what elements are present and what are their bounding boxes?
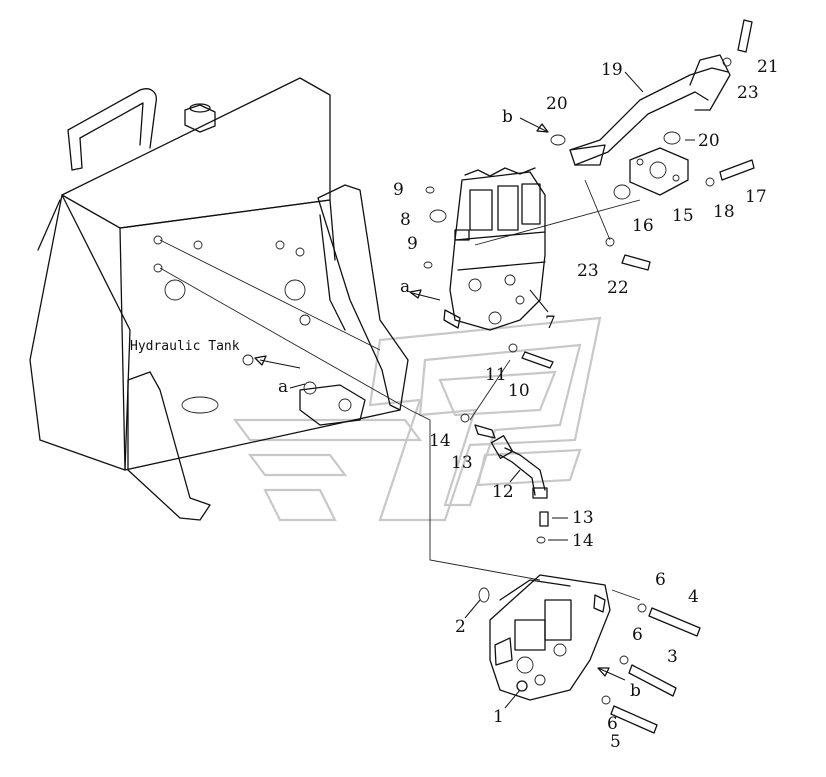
callout-11: 11 [485, 365, 507, 385]
view-b-label-top: b [502, 107, 513, 127]
callout-10: 10 [508, 381, 530, 401]
callout-2: 2 [455, 617, 466, 637]
callout-9a: 9 [393, 180, 404, 200]
callout-4: 4 [688, 587, 699, 607]
callout-19: 19 [601, 60, 623, 80]
pipe-12 [490, 435, 548, 499]
callout-6b: 6 [632, 625, 643, 645]
callout-22: 22 [607, 278, 629, 298]
callout-23b: 23 [737, 83, 759, 103]
callout-16: 16 [632, 216, 654, 236]
callout-13a: 13 [451, 453, 473, 473]
callout-21: 21 [757, 57, 779, 77]
callout-6c: 6 [607, 714, 618, 734]
callout-18: 18 [713, 202, 735, 222]
callout-7: 7 [545, 313, 556, 333]
center-lines [159, 179, 641, 601]
watermark-logo [232, 316, 602, 522]
callout-20a: 20 [546, 94, 568, 114]
control-valve-lower [489, 574, 611, 701]
callout-17: 17 [745, 187, 767, 207]
callout-20b: 20 [698, 131, 720, 151]
view-b-label-bottom: b [630, 681, 641, 701]
callout-15: 15 [672, 206, 694, 226]
callout-8: 8 [400, 210, 411, 230]
tank-label-leader [259, 359, 301, 369]
pipe-assembly [569, 54, 731, 196]
view-a-label-bottom: a [278, 377, 288, 397]
fasteners [423, 19, 755, 734]
hydraulic-tank [29, 77, 409, 521]
callout-6a: 6 [655, 570, 666, 590]
callout-5: 5 [610, 732, 621, 752]
callout-13b: 13 [572, 508, 594, 528]
tank-arrow-icon [254, 355, 267, 366]
callout-3: 3 [667, 647, 678, 667]
callout-14b: 14 [572, 531, 594, 551]
callouts: 1 2 3 4 5 6 6 6 7 8 9 9 10 11 12 13 13 1… [393, 57, 779, 752]
control-valve-upper [443, 167, 546, 331]
view-a-label-top: a [400, 277, 410, 297]
callout-9b: 9 [407, 234, 418, 254]
callout-12: 12 [492, 482, 514, 502]
callout-23a: 23 [577, 261, 599, 281]
callout-14a: 14 [429, 431, 451, 451]
hydraulic-tank-label: Hydraulic Tank [130, 339, 240, 354]
view-arrows: a a b b [278, 107, 641, 701]
callout-1: 1 [493, 707, 504, 727]
